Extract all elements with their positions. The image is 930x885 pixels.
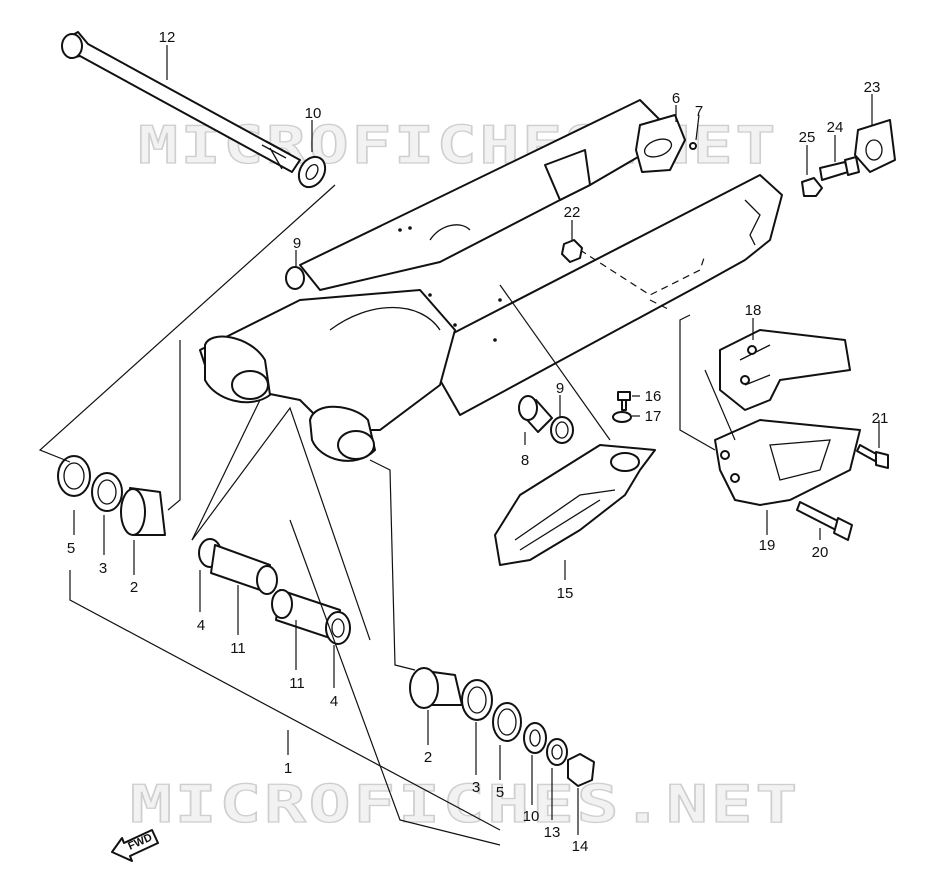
callout-15: 15: [557, 585, 574, 602]
callout-5-left: 5: [67, 540, 75, 557]
leader-lines: [38, 45, 880, 846]
callout-10-bottom: 10: [523, 808, 540, 825]
seal-5-left[interactable]: [57, 455, 91, 497]
collar-11-left[interactable]: [210, 544, 278, 595]
callout-10-top: 10: [305, 105, 322, 122]
callout-11-right: 11: [289, 675, 305, 692]
callout-13: 13: [544, 824, 561, 841]
callout-18: 18: [745, 302, 762, 319]
callout-21: 21: [872, 410, 889, 427]
seal-5-right[interactable]: [492, 702, 522, 742]
bearing-2-right[interactable]: [409, 667, 463, 709]
callout-3-left: 3: [99, 560, 107, 577]
watermark-bottom: MICROFICHES.NET: [130, 775, 800, 835]
bolt-24[interactable]: [819, 156, 860, 181]
callout-22: 22: [564, 204, 581, 221]
callout-25: 25: [799, 129, 816, 146]
pivot-axle[interactable]: [61, 31, 301, 173]
swingarm[interactable]: [199, 99, 783, 462]
callout-9-left: 9: [293, 235, 301, 252]
hidden-line-arm: [579, 249, 706, 311]
nut-22[interactable]: [561, 239, 583, 263]
callout-12: 12: [159, 29, 176, 46]
callout-6: 6: [672, 90, 680, 107]
callout-7: 7: [695, 103, 703, 120]
callout-4-right: 4: [330, 693, 338, 710]
nut-14[interactable]: [567, 753, 595, 787]
bearing-2-left[interactable]: [120, 487, 166, 536]
callout-19: 19: [759, 537, 776, 554]
callout-17: 17: [645, 408, 662, 425]
bolt-16[interactable]: [617, 391, 631, 411]
bearing-8[interactable]: [518, 395, 553, 433]
callout-1: 1: [284, 760, 292, 777]
callout-3-right: 3: [472, 779, 480, 796]
callout-20: 20: [812, 544, 829, 561]
seal-9-left[interactable]: [285, 266, 305, 290]
callout-5-right: 5: [496, 784, 504, 801]
callout-11-left: 11: [230, 640, 246, 657]
seal-3-right[interactable]: [461, 679, 493, 721]
bolt-20[interactable]: [796, 501, 853, 541]
washer-10-top[interactable]: [294, 152, 331, 192]
callout-23: 23: [864, 79, 881, 96]
seal-3-left[interactable]: [91, 472, 123, 512]
washer-10-bottom[interactable]: [523, 722, 547, 754]
callout-2-right: 2: [424, 749, 432, 766]
callout-2-left: 2: [130, 579, 138, 596]
callout-9-right: 9: [556, 380, 564, 397]
callouts: 12 10 6 7 23 24 25 22 9 18 9 16 17 21 8 …: [67, 29, 889, 855]
washer-17[interactable]: [612, 411, 632, 423]
chain-adjuster-23[interactable]: [854, 119, 896, 173]
seal-9-right[interactable]: [550, 416, 574, 444]
callout-24: 24: [827, 119, 844, 136]
callout-4-left: 4: [197, 617, 205, 634]
callout-8: 8: [521, 452, 529, 469]
washer-13[interactable]: [546, 738, 568, 766]
bolt-21[interactable]: [856, 444, 889, 469]
nut-25[interactable]: [801, 177, 823, 197]
chain-guide-19[interactable]: [714, 419, 861, 506]
callout-16: 16: [645, 388, 662, 405]
callout-14: 14: [572, 838, 589, 855]
chain-guide-18[interactable]: [719, 329, 851, 411]
chain-slider-15[interactable]: [494, 444, 656, 566]
